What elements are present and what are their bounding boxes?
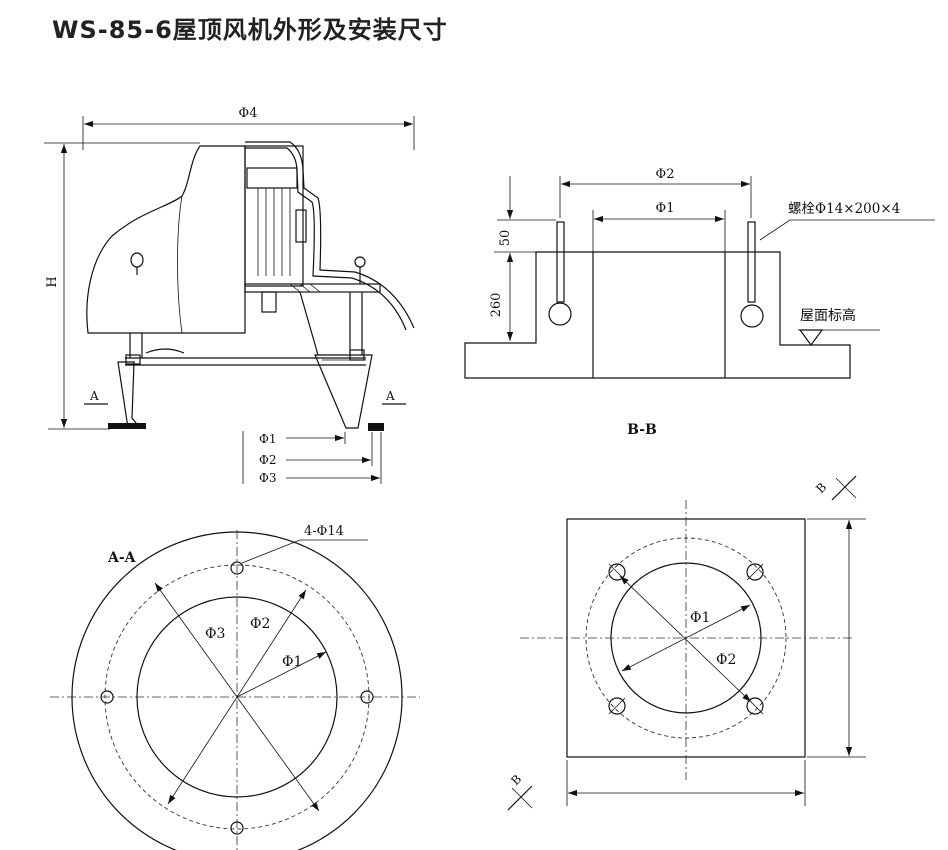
hole-left — [100, 690, 114, 704]
bolt-anchor-left — [548, 302, 572, 326]
hole-bottom — [230, 821, 244, 835]
outer-circle — [71, 531, 403, 850]
bb-section-view: Φ2 Φ1 50 260 螺栓Φ14×200×4 屋面标高 B-B — [464, 167, 935, 438]
lifting-eye-left — [130, 252, 144, 268]
side-phi1-label: Φ1 — [259, 432, 276, 446]
base-hole-bl — [608, 697, 626, 715]
hub — [261, 291, 277, 313]
holes-label: 4-Φ14 — [304, 524, 344, 539]
base-bolt-circle — [585, 537, 787, 739]
left-foot — [108, 423, 146, 429]
bolt-left — [556, 221, 565, 303]
base-hole-tr — [746, 563, 764, 581]
lifting-eye-right — [354, 256, 366, 268]
aa-phi2-label: Φ2 — [250, 616, 270, 632]
base-phi1-label: Φ1 — [690, 610, 710, 626]
bb-phi2-label: Φ2 — [656, 167, 675, 182]
bb-section-label: B-B — [627, 422, 657, 438]
section-mark-a-left: A — [89, 389, 99, 403]
bolt-anchor-right — [740, 304, 764, 328]
bolt-spec-label: 螺栓Φ14×200×4 — [788, 201, 900, 217]
base-hole-br — [746, 697, 764, 715]
support-plate — [244, 283, 381, 293]
aa-phi1-label: Φ1 — [282, 654, 302, 670]
side-phi3-label: Φ3 — [259, 471, 276, 485]
hole-right — [360, 690, 374, 704]
base-hole-tl — [608, 563, 626, 581]
section-mark-b-top: B — [813, 480, 829, 496]
right-foot — [368, 423, 384, 431]
aa-section-label: A-A — [107, 550, 137, 566]
roof-elevation-label: 屋面标高 — [800, 307, 856, 324]
section-mark-a-right: A — [385, 389, 395, 403]
aa-phi1-dim — [236, 651, 327, 698]
dim-260-label: 260 — [489, 293, 504, 318]
fan-hood — [86, 145, 246, 334]
base-phi2-dim — [619, 575, 752, 703]
motor-body — [244, 145, 304, 287]
page-title: WS-85-6屋顶风机外形及安装尺寸 — [52, 16, 448, 44]
section-mark-b-bottom: B — [508, 772, 524, 788]
side-phi2-label: Φ2 — [259, 453, 276, 467]
bolt-circle — [104, 564, 370, 830]
aa-section-view: A-A 4-Φ14 Φ3 Φ2 Φ1 — [50, 524, 420, 850]
base-plan-view: Φ1 Φ2 B B — [507, 475, 866, 811]
bb-phi1-label: Φ1 — [656, 201, 675, 216]
base-phi2-label: Φ2 — [716, 652, 736, 668]
bolt-right — [747, 221, 756, 303]
phi4-label: Φ4 — [239, 106, 258, 121]
roof-elevation-symbol — [798, 329, 824, 347]
base-inner-circle — [610, 562, 762, 714]
h-label: H — [45, 276, 60, 287]
base-phi1-dim — [621, 604, 751, 672]
roof-base-outline — [464, 251, 851, 379]
aa-phi3-label: Φ3 — [205, 626, 225, 642]
hole-top — [230, 561, 244, 575]
side-elevation-view: Φ4 H — [44, 106, 415, 485]
dim-50-label: 50 — [498, 230, 513, 247]
